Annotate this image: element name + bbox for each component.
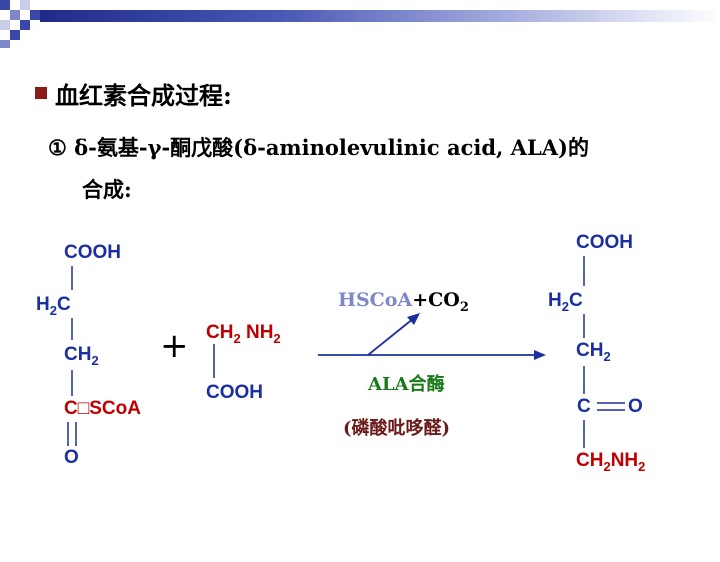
product-h2c: H2C — [548, 290, 583, 314]
reactant1-cscoa: C□SCoA — [64, 398, 141, 419]
slide-heading: 血红素合成过程: — [55, 81, 232, 110]
reactant1-oxygen: O — [64, 447, 79, 468]
product-carbonyl-o: O — [628, 396, 643, 417]
product-carbonyl-c: C — [577, 396, 591, 417]
checker-decoration — [0, 0, 40, 48]
reactant2-ch2nh2: CH2 NH2 — [206, 322, 281, 346]
bullet-square-icon — [35, 87, 47, 99]
side-products: HSCoA+CO2 — [338, 289, 469, 315]
cofactor-label: (磷酸吡哆醛) — [343, 418, 451, 439]
reactant1-h2c: H2C — [36, 294, 71, 318]
step-title-line1: ① δ-氨基-γ-酮戊酸(δ-aminolevulinic acid, ALA)… — [48, 135, 589, 160]
enzyme-label: ALA合酶 — [368, 374, 445, 395]
reactant2-cooh: COOH — [206, 382, 263, 403]
reactant1-ch2: CH2 — [64, 344, 99, 368]
product-ch2nh2: CH2NH2 — [576, 450, 646, 474]
step-title-line2: 合成: — [82, 177, 132, 202]
header-gradient-bar — [40, 10, 720, 22]
reactant1-cooh: COOH — [64, 242, 121, 263]
product-ch2: CH2 — [576, 340, 611, 364]
product-cooh: COOH — [576, 232, 633, 253]
plus-sign: + — [160, 326, 189, 366]
